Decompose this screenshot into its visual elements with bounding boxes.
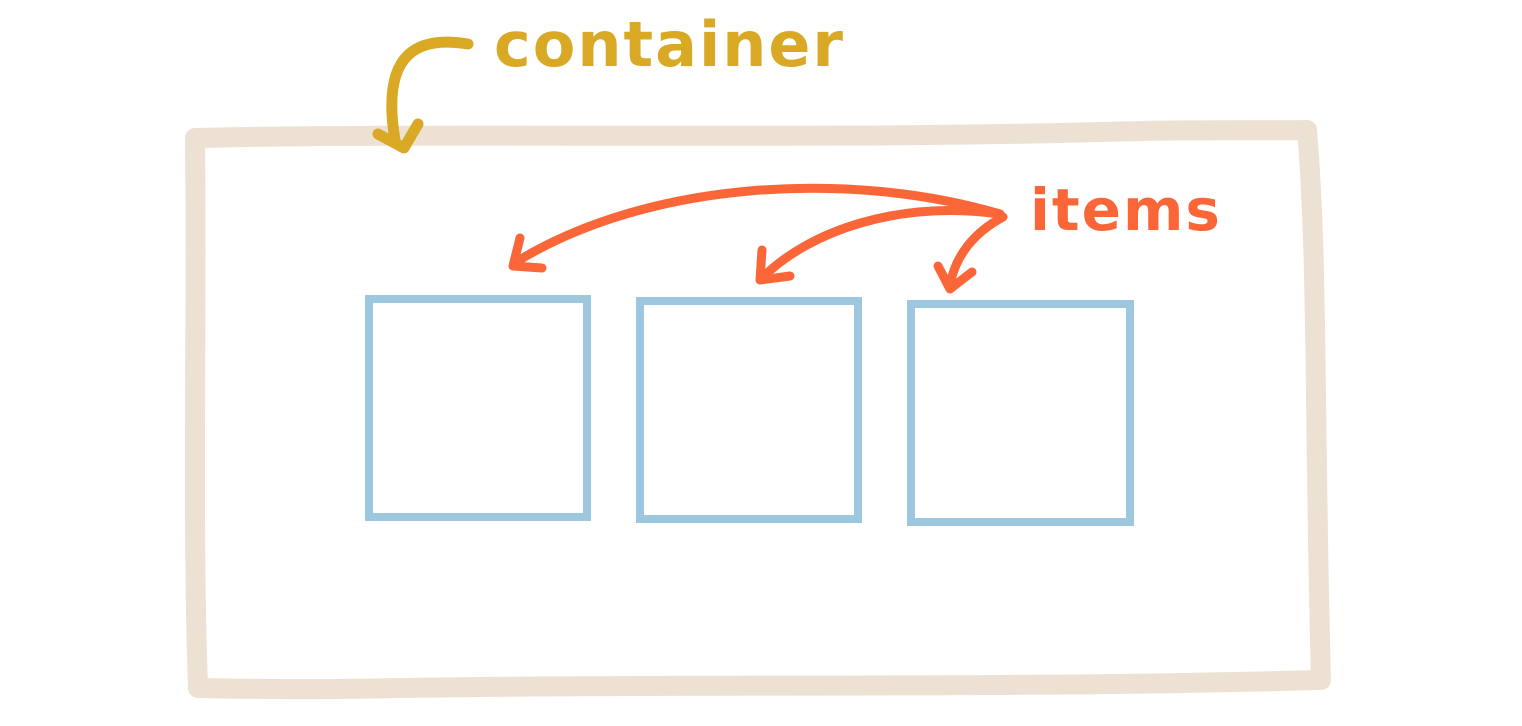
- item-box: [636, 297, 862, 523]
- arrow-to-item-2: [757, 206, 1005, 283]
- item-box: [365, 295, 591, 521]
- container-arrow: [372, 36, 474, 154]
- arrow-to-item-1: [511, 183, 1005, 267]
- items-label: items: [1030, 176, 1222, 244]
- container-box: [184, 120, 1331, 700]
- item-box: [907, 300, 1134, 526]
- arrow-to-item-3: [945, 212, 1008, 291]
- items-arrows: [508, 183, 1008, 294]
- container-label: container: [494, 8, 845, 81]
